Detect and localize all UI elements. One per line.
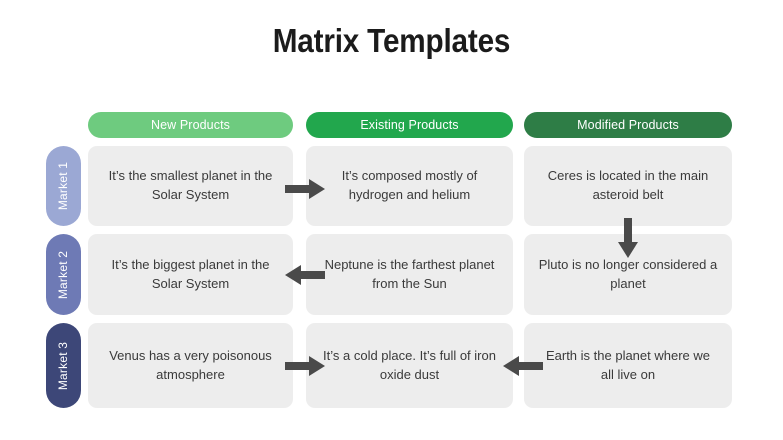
column-header-label: Modified Products	[577, 118, 679, 132]
matrix-cell-r1c3[interactable]: Ceres is located in the main asteroid be…	[524, 146, 732, 226]
matrix-cell-text: Venus has a very poisonous atmosphere	[109, 347, 272, 382]
column-header-modified-products[interactable]: Modified Products	[524, 112, 732, 138]
matrix-cell-text: Pluto is no longer considered a planet	[538, 256, 718, 291]
row-header-label: Market 1	[56, 161, 71, 211]
arrow-down-icon	[618, 218, 638, 258]
matrix-cell-text: Earth is the planet where we all live on	[545, 347, 711, 382]
matrix-cell-r2c1[interactable]: It’s the biggest planet in the Solar Sys…	[88, 234, 293, 315]
row-header-label: Market 3	[56, 341, 71, 390]
matrix-cell-text: It’s a cold place. It’s full of iron oxi…	[323, 347, 496, 382]
matrix-cell-r1c1[interactable]: It’s the smallest planet in the Solar Sy…	[88, 146, 293, 226]
column-header-label: New Products	[150, 118, 230, 132]
page-title: Matrix Templates	[272, 22, 511, 59]
matrix-cell-r3c1[interactable]: Venus has a very poisonous atmosphere	[88, 323, 293, 408]
column-header-label: Existing Products	[360, 118, 459, 132]
arrow-right-icon	[285, 356, 325, 376]
matrix-cell-r3c3[interactable]: Earth is the planet where we all live on	[524, 323, 732, 408]
arrow-left-icon	[503, 356, 543, 376]
column-header-existing-products[interactable]: Existing Products	[306, 112, 513, 138]
row-header-label: Market 2	[56, 250, 71, 299]
matrix-cell-r2c2[interactable]: Neptune is the farthest planet from the …	[306, 234, 513, 315]
arrow-left-icon	[285, 265, 325, 285]
row-header-market-1[interactable]: Market 1	[46, 146, 81, 226]
matrix-cell-text: Ceres is located in the main asteroid be…	[547, 168, 709, 202]
arrow-right-icon	[285, 179, 325, 199]
matrix-cell-r3c2[interactable]: It’s a cold place. It’s full of iron oxi…	[306, 323, 513, 408]
column-header-new-products[interactable]: New Products	[88, 112, 293, 138]
row-header-market-2[interactable]: Market 2	[46, 234, 81, 315]
row-header-market-3[interactable]: Market 3	[46, 323, 81, 408]
matrix-cell-r1c2[interactable]: It’s composed mostly of hydrogen and hel…	[306, 146, 513, 226]
matrix-cell-text: Neptune is the farthest planet from the …	[324, 256, 495, 291]
matrix-cell-text: It’s the biggest planet in the Solar Sys…	[111, 256, 270, 291]
matrix-cell-text: It’s composed mostly of hydrogen and hel…	[341, 168, 478, 202]
matrix-cell-text: It’s the smallest planet in the Solar Sy…	[108, 168, 273, 202]
